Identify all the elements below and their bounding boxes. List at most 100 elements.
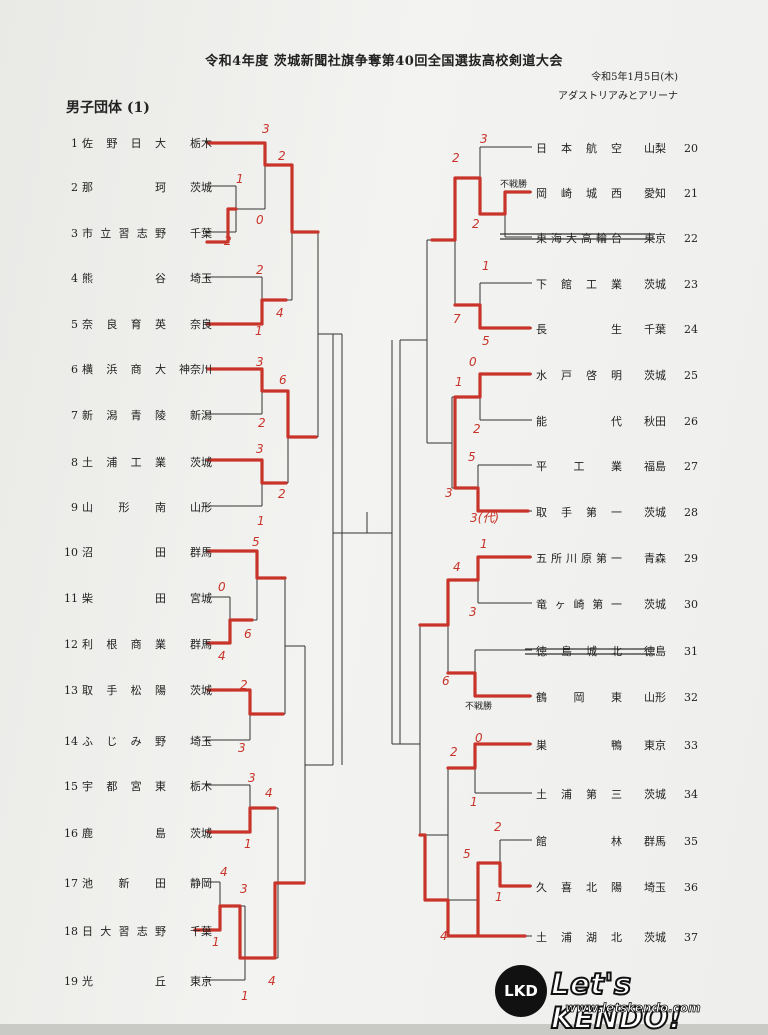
forfeit-label: 不戦勝	[465, 702, 493, 712]
score-mark: 0	[475, 731, 483, 745]
score-mark: 4	[276, 306, 284, 320]
letskendo-watermark: LKD Let's KENDO! www.letskendo.com	[495, 965, 745, 1035]
score-mark: 5	[468, 450, 476, 464]
score-mark: 2	[450, 745, 458, 759]
score-mark: 0	[218, 580, 226, 594]
score-mark: 3	[262, 122, 270, 136]
score-mark: 1	[241, 989, 249, 1003]
score-mark: 2	[473, 422, 481, 436]
score-mark: 1	[244, 837, 252, 851]
score-mark: 6	[442, 674, 450, 688]
score-mark: 2	[472, 217, 480, 231]
score-mark: 4	[218, 649, 226, 663]
event-date: 令和5年1月5日(木)	[591, 72, 678, 83]
watermark-url: www.letskendo.com	[565, 1001, 701, 1016]
score-mark: 2	[278, 149, 286, 163]
score-mark: 3	[248, 771, 256, 785]
score-mark: 1	[480, 537, 488, 551]
tournament-title: 令和4年度 茨城新聞社旗争奪第40回全国選抜高校剣道大会	[205, 54, 563, 69]
score-mark: 5	[252, 535, 260, 549]
kendo-mask-icon: LKD	[495, 965, 547, 1017]
score-mark: 2	[258, 416, 266, 430]
score-mark: 4	[220, 865, 228, 879]
score-mark: 6	[279, 373, 287, 387]
score-mark: 1	[455, 375, 463, 389]
score-mark: 5	[482, 334, 490, 348]
score-mark: 1	[495, 890, 503, 904]
score-mark: 4	[265, 786, 273, 800]
score-mark: 1	[255, 324, 263, 338]
score-mark: 0	[256, 213, 264, 227]
score-mark: 1	[236, 172, 244, 186]
score-mark: 3	[256, 355, 264, 369]
score-mark: 2	[494, 820, 502, 834]
score-mark: 3	[240, 882, 248, 896]
score-mark: 6	[244, 627, 252, 641]
score-mark: 3	[238, 741, 246, 755]
score-mark: 3	[445, 486, 453, 500]
score-mark: 0	[469, 355, 477, 369]
score-mark: 2	[256, 263, 264, 277]
score-mark: 2	[224, 234, 232, 248]
strike-lines	[500, 233, 655, 655]
score-mark: 2	[278, 487, 286, 501]
score-mark: 1	[257, 514, 265, 528]
score-mark: 1	[212, 935, 220, 949]
section-heading: 男子団体 (1)	[66, 100, 150, 116]
score-mark: 3	[256, 442, 264, 456]
score-mark: 2	[452, 151, 460, 165]
score-mark: 4	[453, 560, 461, 574]
score-mark: 3	[480, 132, 488, 146]
score-mark: 5	[463, 847, 471, 861]
forfeit-label: 不戦勝	[500, 180, 528, 190]
score-mark: 4	[268, 974, 276, 988]
score-mark: 1	[482, 259, 490, 273]
score-mark: 3(代)	[470, 511, 499, 525]
score-mark: 7	[453, 312, 461, 326]
score-mark: 2	[240, 678, 248, 692]
winner-marks	[193, 141, 532, 960]
event-venue: アダストリアみとアリーナ	[558, 91, 678, 102]
score-mark: 4	[440, 929, 448, 943]
score-mark: 1	[470, 795, 478, 809]
